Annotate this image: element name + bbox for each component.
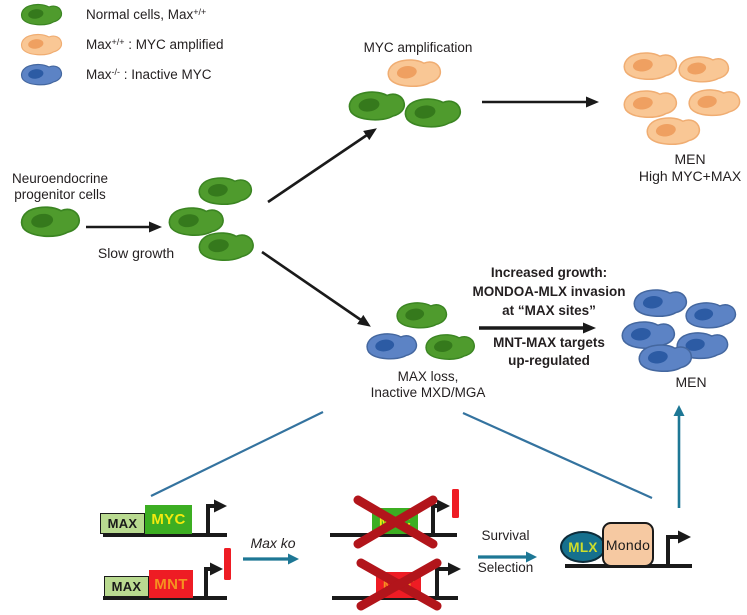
legend-item-myc-amplified: Max+/+ : MYC amplified xyxy=(86,37,224,53)
max-box: MAX xyxy=(100,513,145,534)
mnt-box: MNT xyxy=(149,570,193,598)
men-high-myc-max-label: MEN High MYC+MAX xyxy=(615,151,747,185)
arrow-cluster-to-myc-amplification xyxy=(267,128,377,204)
panel-max-wt xyxy=(103,499,231,600)
transcription-arrow-active xyxy=(435,562,461,596)
max-loss-label: MAX loss, Inactive MXD/MGA xyxy=(345,369,511,402)
myc-amplification-label: MYC amplification xyxy=(363,40,473,55)
myc-box-crossed: MYC xyxy=(372,508,418,534)
transcription-arrow-active xyxy=(666,530,691,564)
label-line: at “MAX sites” xyxy=(502,302,596,318)
label-line: MEN xyxy=(674,151,706,167)
slow-growth-label: Slow growth xyxy=(97,245,175,261)
legend-superscript: +/+ xyxy=(111,36,125,47)
green-cell xyxy=(348,91,406,121)
teal-arrows xyxy=(243,405,685,565)
orange-cell xyxy=(646,117,701,146)
label-line: Inactive MXD/MGA xyxy=(370,385,486,401)
legend-item-inactive-myc: Max-/- : Inactive MYC xyxy=(86,67,212,83)
inhibitor-bar xyxy=(224,548,231,580)
flow-arrows xyxy=(86,96,599,334)
legend-superscript: -/- xyxy=(111,66,121,77)
label-line: progenitor cells xyxy=(14,187,106,203)
mnt-box-crossed: MNT xyxy=(376,572,421,598)
selection-label: Selection xyxy=(477,560,534,575)
blue-cell-icon xyxy=(20,63,63,86)
mnt-max-targets-label: MNT-MAX targets up-regulated xyxy=(450,334,648,369)
progenitor-green-cell xyxy=(20,206,81,238)
transcription-arrow-blocked xyxy=(431,499,450,533)
arrow-cluster-to-max-loss xyxy=(261,250,371,327)
orange-cell xyxy=(688,89,741,117)
men-blue-label: MEN xyxy=(675,374,707,390)
orange-cell xyxy=(623,90,678,119)
legend-text: Normal cells, Max xyxy=(86,7,194,22)
mondo-box: Mondo xyxy=(602,522,654,567)
survival-label: Survival xyxy=(481,528,530,543)
legend-text: Max xyxy=(86,67,112,82)
green-cell xyxy=(404,98,462,128)
green-cell xyxy=(198,232,254,261)
label-line: MNT-MAX targets xyxy=(493,335,605,350)
green-cell xyxy=(396,302,448,329)
myc-amplification-cluster xyxy=(348,59,462,128)
orange-cell-icon xyxy=(20,33,63,56)
green-cell-icon xyxy=(20,3,63,26)
label-line: Neuroendocrine xyxy=(11,171,109,186)
neuroendocrine-progenitor-label: Neuroendocrine progenitor cells xyxy=(0,171,120,204)
increased-growth-label: Increased growth: MONDOA-MLX invasion at… xyxy=(450,264,648,321)
legend-item-normal-cells: Normal cells, Max+/+ xyxy=(86,7,206,23)
legend-text: Max xyxy=(86,37,112,52)
label-line: High MYC+MAX xyxy=(638,168,742,185)
connector-right xyxy=(462,411,653,500)
max-ko-label: Max ko xyxy=(250,535,296,551)
orange-cell xyxy=(387,59,442,88)
orange-cell xyxy=(623,52,678,81)
label-line: Increased growth: xyxy=(490,265,608,280)
blue-cell xyxy=(685,302,737,329)
label-line: MONDOA-MLX invasion xyxy=(472,283,626,299)
label-line: up-regulated xyxy=(508,352,590,368)
label-line: MAX loss, xyxy=(397,369,459,384)
green-cell xyxy=(198,177,253,206)
connector-left xyxy=(150,411,324,497)
orange-cell xyxy=(678,56,730,83)
legend-superscript: +/+ xyxy=(193,6,207,17)
mlx-ellipse: MLX xyxy=(560,531,606,563)
max-box: MAX xyxy=(104,576,149,597)
legend-text: : Inactive MYC xyxy=(120,67,212,82)
transcription-arrow-blocked xyxy=(204,562,223,596)
myc-box: MYC xyxy=(145,505,192,534)
blue-cell xyxy=(366,333,418,360)
men-orange-cluster xyxy=(623,52,741,146)
green-cell xyxy=(168,207,224,236)
transcription-arrow-active xyxy=(206,499,227,533)
expansion-connectors xyxy=(150,411,653,500)
legend-text: : MYC amplified xyxy=(124,37,224,52)
inhibitor-bar xyxy=(452,489,459,518)
legend-cell-icons xyxy=(20,3,63,86)
